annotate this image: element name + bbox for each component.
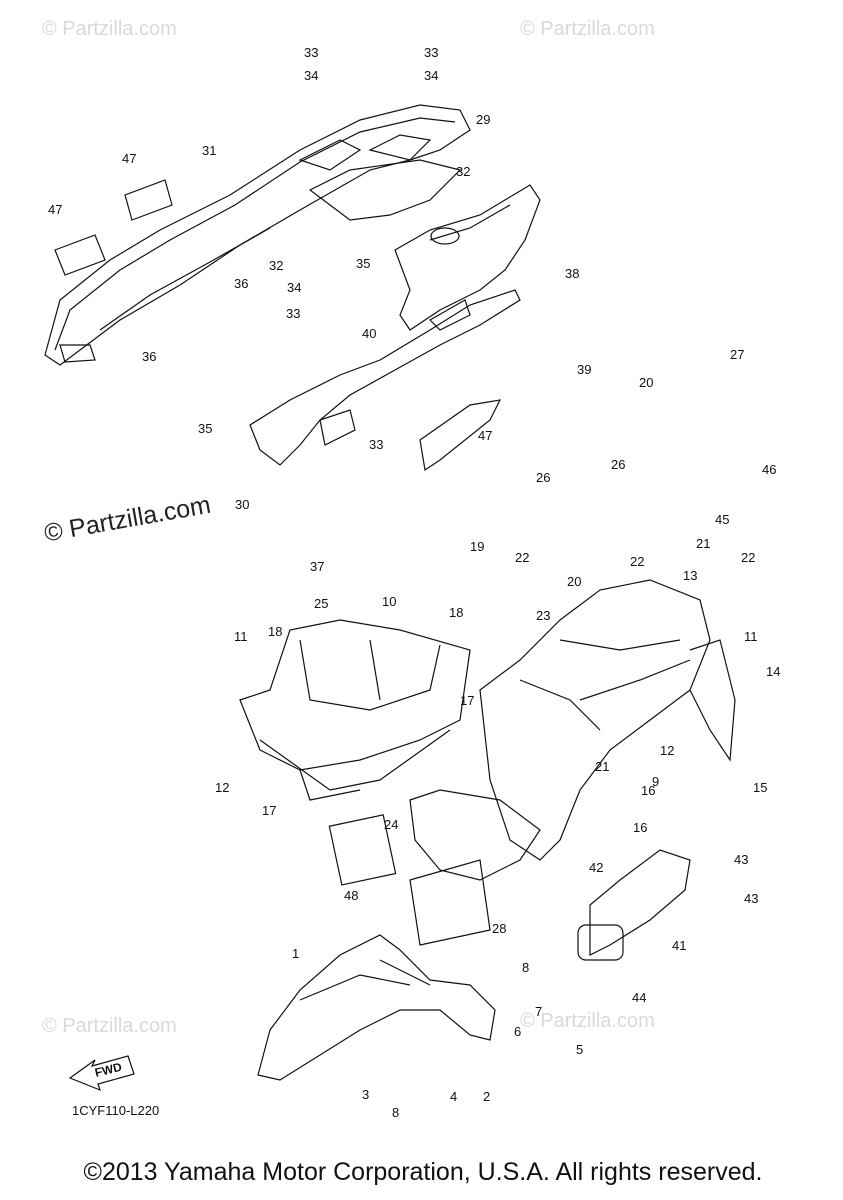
callout-label: 10 bbox=[382, 594, 396, 609]
callout-label: 12 bbox=[660, 743, 674, 758]
callout-label: 31 bbox=[202, 143, 216, 158]
callout-label: 8 bbox=[392, 1105, 399, 1120]
copyright-notice: ©2013 Yamaha Motor Corporation, U.S.A. A… bbox=[83, 1158, 763, 1186]
callout-label: 33 bbox=[424, 45, 438, 60]
callout-label: 11 bbox=[234, 629, 248, 644]
callout-label: 42 bbox=[589, 860, 603, 875]
callout-label: 32 bbox=[269, 258, 283, 273]
callout-label: 20 bbox=[639, 375, 653, 390]
callout-label: 47 bbox=[478, 428, 492, 443]
decal-47a-part bbox=[54, 234, 106, 276]
callout-label: 26 bbox=[611, 457, 625, 472]
license-lamp-part bbox=[577, 849, 691, 961]
callout-label: 3 bbox=[362, 1087, 369, 1102]
callout-label: 7 bbox=[535, 1004, 542, 1019]
callout-label: 48 bbox=[344, 888, 358, 903]
fwd-label: FWD bbox=[93, 1060, 123, 1080]
watermark-bottom-right: © Partzilla.com bbox=[520, 1010, 655, 1032]
callout-label: 11 bbox=[744, 629, 758, 644]
callout-label: 25 bbox=[314, 596, 328, 611]
decal-47c-part bbox=[419, 399, 502, 472]
callout-label: 17 bbox=[262, 803, 276, 818]
callout-label: 38 bbox=[565, 266, 579, 281]
callout-label: 19 bbox=[470, 539, 484, 554]
rear-fender-part bbox=[409, 579, 736, 881]
callout-label: 22 bbox=[630, 554, 644, 569]
callout-label: 6 bbox=[514, 1024, 521, 1039]
callout-label: 28 bbox=[492, 921, 506, 936]
plate-48-part bbox=[328, 814, 397, 886]
callout-label: 37 bbox=[310, 559, 324, 574]
callout-label: 30 bbox=[235, 497, 249, 512]
callout-label: 35 bbox=[356, 256, 370, 271]
side-cover-part bbox=[308, 159, 541, 331]
callout-label: 24 bbox=[384, 817, 398, 832]
flap-28-part bbox=[409, 859, 491, 946]
callout-label: 47 bbox=[122, 151, 136, 166]
callout-label: 14 bbox=[766, 664, 780, 679]
callout-label: 36 bbox=[234, 276, 248, 291]
callout-label: 40 bbox=[362, 326, 376, 341]
watermark-bottom-left: © Partzilla.com bbox=[42, 1015, 177, 1037]
callout-label: 43 bbox=[744, 891, 758, 906]
callout-label: 21 bbox=[696, 536, 710, 551]
callout-label: 33 bbox=[369, 437, 383, 452]
callout-label: 46 bbox=[762, 462, 776, 477]
callout-label: 18 bbox=[449, 605, 463, 620]
watermark-top-left: © Partzilla.com bbox=[42, 18, 177, 40]
callout-label: 27 bbox=[730, 347, 744, 362]
watermark-top-right: © Partzilla.com bbox=[520, 18, 655, 40]
battery-box-part bbox=[239, 619, 471, 801]
callout-label: 39 bbox=[577, 362, 591, 377]
fwd-arrow: FWD bbox=[68, 1055, 135, 1092]
callout-label: 34 bbox=[287, 280, 301, 295]
rear-cowl-part bbox=[44, 104, 471, 366]
callout-label: 4 bbox=[450, 1089, 457, 1104]
callout-label: 22 bbox=[515, 550, 529, 565]
callout-label: 45 bbox=[715, 512, 729, 527]
callout-label: 9 bbox=[652, 774, 659, 789]
callout-label: 33 bbox=[286, 306, 300, 321]
callout-label: 17 bbox=[460, 693, 474, 708]
callout-label: 43 bbox=[734, 852, 748, 867]
side-panel-30-part bbox=[249, 289, 521, 466]
callout-label: 34 bbox=[304, 68, 318, 83]
callout-label: 34 bbox=[424, 68, 438, 83]
callout-label: 41 bbox=[672, 938, 686, 953]
callout-label: 12 bbox=[215, 780, 229, 795]
callout-label: 35 bbox=[198, 421, 212, 436]
callout-label: 1 bbox=[292, 946, 299, 961]
callout-label: 26 bbox=[536, 470, 550, 485]
callout-label: 5 bbox=[576, 1042, 583, 1057]
callout-label: 36 bbox=[142, 349, 156, 364]
decal-47b-part bbox=[124, 179, 173, 221]
callout-label: 21 bbox=[595, 759, 609, 774]
callout-label: 16 bbox=[633, 820, 647, 835]
callout-label: 20 bbox=[567, 574, 581, 589]
callout-label: 23 bbox=[536, 608, 550, 623]
callout-label: 15 bbox=[753, 780, 767, 795]
callout-label: 22 bbox=[741, 550, 755, 565]
callout-label: 2 bbox=[483, 1089, 490, 1104]
callout-label: 8 bbox=[522, 960, 529, 975]
callout-label: 29 bbox=[476, 112, 490, 127]
callout-label: 44 bbox=[632, 990, 646, 1005]
callout-label: 13 bbox=[683, 568, 697, 583]
callout-label: 47 bbox=[48, 202, 62, 217]
callout-label: 33 bbox=[304, 45, 318, 60]
callout-label: 18 bbox=[268, 624, 282, 639]
front-fender-part bbox=[257, 934, 496, 1081]
callout-label: 16 bbox=[641, 783, 655, 798]
callout-label: 32 bbox=[456, 164, 470, 179]
drawing-code: 1CYF110-L220 bbox=[72, 1103, 160, 1118]
